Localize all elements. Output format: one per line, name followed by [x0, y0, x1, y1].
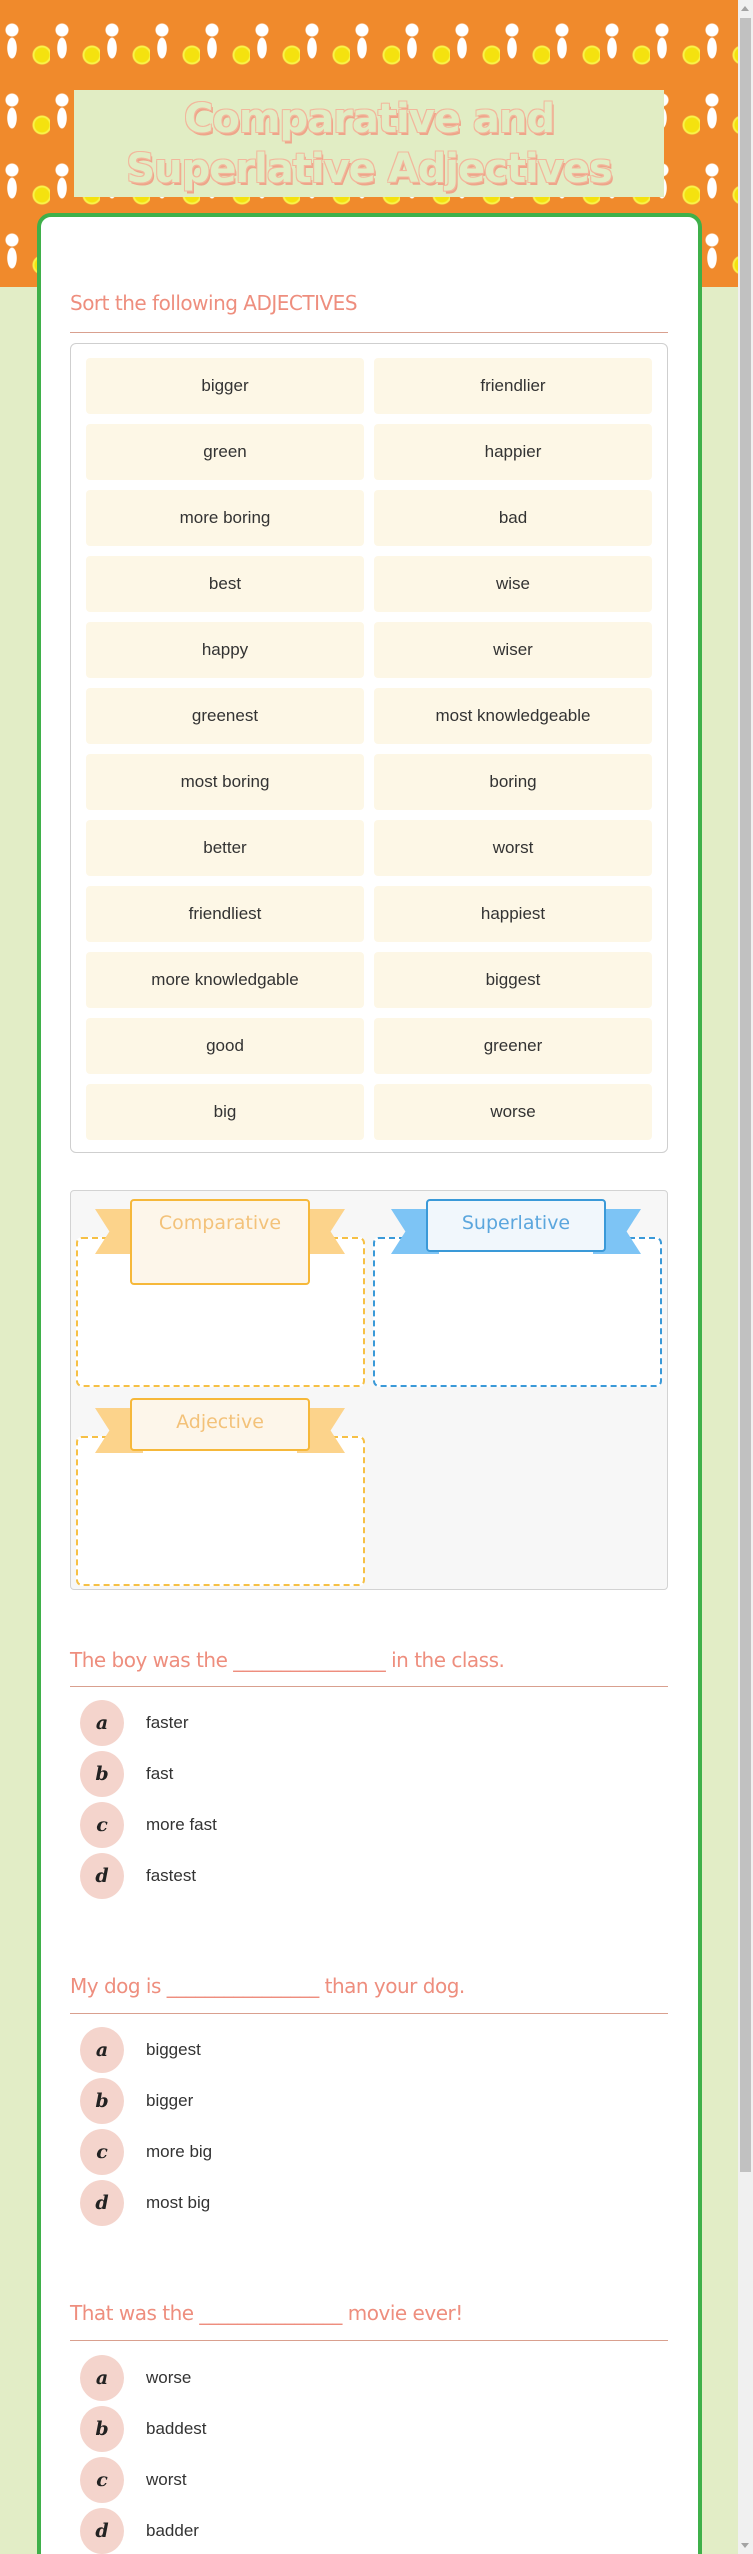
category-label: Adjective	[130, 1398, 310, 1451]
option-row[interactable]: d badder	[80, 2505, 640, 2554]
question-options: a biggest b bigger c more big d most big	[80, 2024, 640, 2228]
option-row[interactable]: a biggest	[80, 2024, 640, 2075]
category-label: Comparative	[130, 1199, 310, 1285]
draggable-item[interactable]: worse	[374, 1084, 652, 1140]
option-text[interactable]: fast	[146, 1763, 174, 1783]
option-text[interactable]: worse	[146, 2367, 192, 2387]
option-row[interactable]: d fastest	[80, 1850, 640, 1901]
option-text[interactable]: biggest	[146, 2039, 201, 2059]
question-options: a worse b baddest c worst d badder	[80, 2352, 640, 2554]
draggable-item[interactable]: worst	[374, 820, 652, 876]
scroll-up-arrow-icon[interactable]	[741, 6, 749, 11]
section-divider	[70, 1686, 668, 1687]
option-letter-badge[interactable]: c	[80, 1801, 124, 1848]
sortable-items-container: bigger friendlier green happier more bor…	[70, 343, 668, 1153]
option-letter-badge[interactable]: b	[80, 2405, 124, 2452]
question-prompt: That was the _______________ movie ever!	[70, 2301, 463, 2325]
section-divider	[70, 332, 668, 333]
option-text[interactable]: more fast	[146, 1814, 217, 1834]
option-row[interactable]: c more fast	[80, 1799, 640, 1850]
option-row[interactable]: a faster	[80, 1697, 640, 1748]
category-drop-area: Comparative Superlative Adjective	[70, 1190, 668, 1590]
draggable-item[interactable]: friendliest	[86, 886, 364, 942]
draggable-item[interactable]: wise	[374, 556, 652, 612]
question-prompt: My dog is ________________ than your dog…	[70, 1974, 465, 1998]
option-text[interactable]: faster	[146, 1712, 189, 1732]
option-row[interactable]: b fast	[80, 1748, 640, 1799]
draggable-item[interactable]: bad	[374, 490, 652, 546]
draggable-item[interactable]: bigger	[86, 358, 364, 414]
draggable-item[interactable]: big	[86, 1084, 364, 1140]
draggable-item[interactable]: biggest	[374, 952, 652, 1008]
option-row[interactable]: b baddest	[80, 2403, 640, 2454]
option-text[interactable]: badder	[146, 2520, 199, 2540]
option-text[interactable]: fastest	[146, 1865, 197, 1885]
option-letter-badge[interactable]: d	[80, 2507, 124, 2554]
option-letter-badge[interactable]: c	[80, 2128, 124, 2175]
draggable-item[interactable]: happy	[86, 622, 364, 678]
draggable-item[interactable]: better	[86, 820, 364, 876]
option-text[interactable]: bigger	[146, 2090, 194, 2110]
category-ribbon-adjective: Adjective	[95, 1398, 345, 1458]
option-letter-badge[interactable]: b	[80, 2077, 124, 2124]
option-text[interactable]: more big	[146, 2141, 213, 2161]
page-title: Comparative and Superlative Adjectives	[126, 95, 612, 192]
option-letter-badge[interactable]: a	[80, 2026, 124, 2073]
draggable-item[interactable]: friendlier	[374, 358, 652, 414]
option-letter-badge[interactable]: b	[80, 1750, 124, 1797]
option-row[interactable]: c worst	[80, 2454, 640, 2505]
option-letter-badge[interactable]: d	[80, 2179, 124, 2226]
draggable-item[interactable]: best	[86, 556, 364, 612]
option-letter-badge[interactable]: a	[80, 1699, 124, 1746]
draggable-item[interactable]: most boring	[86, 754, 364, 810]
scroll-down-arrow-icon[interactable]	[741, 2543, 749, 2548]
option-row[interactable]: b bigger	[80, 2075, 640, 2126]
draggable-item[interactable]: more boring	[86, 490, 364, 546]
option-row[interactable]: a worse	[80, 2352, 640, 2403]
draggable-item[interactable]: green	[86, 424, 364, 480]
section-divider	[70, 2013, 668, 2014]
option-letter-badge[interactable]: a	[80, 2354, 124, 2401]
vertical-scrollbar[interactable]	[738, 0, 753, 2554]
sort-section-title: Sort the following ADJECTIVES	[70, 291, 358, 315]
option-letter-badge[interactable]: c	[80, 2456, 124, 2503]
option-text[interactable]: worst	[146, 2469, 187, 2489]
draggable-item[interactable]: happier	[374, 424, 652, 480]
category-ribbon-superlative: Superlative	[391, 1199, 641, 1259]
scrollbar-thumb[interactable]	[740, 18, 751, 2172]
draggable-item[interactable]: greenest	[86, 688, 364, 744]
draggable-item[interactable]: more knowledgable	[86, 952, 364, 1008]
category-label: Superlative	[426, 1199, 606, 1252]
draggable-item[interactable]: greener	[374, 1018, 652, 1074]
draggable-item[interactable]: wiser	[374, 622, 652, 678]
draggable-item[interactable]: boring	[374, 754, 652, 810]
question-prompt: The boy was the ________________ in the …	[70, 1648, 505, 1672]
draggable-item[interactable]: happiest	[374, 886, 652, 942]
draggable-item[interactable]: good	[86, 1018, 364, 1074]
title-banner: Comparative and Superlative Adjectives	[74, 90, 664, 197]
question-options: a faster b fast c more fast d fastest	[80, 1697, 640, 1901]
drop-zone-adjective[interactable]	[76, 1436, 365, 1586]
draggable-item[interactable]: most knowledgeable	[374, 688, 652, 744]
option-row[interactable]: c more big	[80, 2126, 640, 2177]
option-row[interactable]: d most big	[80, 2177, 640, 2228]
drop-zone-superlative[interactable]	[373, 1237, 662, 1387]
section-divider	[70, 2340, 668, 2341]
option-letter-badge[interactable]: d	[80, 1852, 124, 1899]
category-ribbon-comparative: Comparative	[95, 1199, 345, 1285]
option-text[interactable]: baddest	[146, 2418, 207, 2438]
option-text[interactable]: most big	[146, 2192, 211, 2212]
